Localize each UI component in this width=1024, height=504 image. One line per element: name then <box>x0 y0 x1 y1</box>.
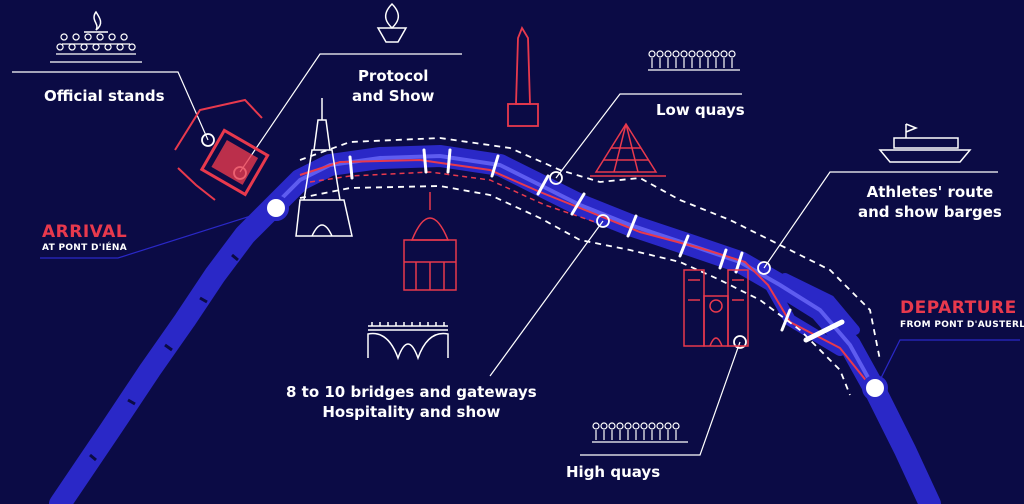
crowd-icon <box>592 422 688 443</box>
flame-cup-icon <box>376 2 408 43</box>
arrival-subtitle: AT PONT D'IÉNA <box>42 243 128 253</box>
arrival-point <box>263 195 289 221</box>
arrival-title: ARRIVAL <box>42 222 128 242</box>
callout-lines <box>12 53 1020 456</box>
label-protocol-line2: and Show <box>352 87 435 105</box>
louvre-pyramid-icon <box>590 122 666 177</box>
label-bridges-line2: Hospitality and show <box>322 403 501 421</box>
obelisk-icon <box>507 25 539 127</box>
river-dashes <box>89 253 239 462</box>
departure-subtitle: FROM PONT D'AUSTERLITZ <box>900 320 1024 330</box>
bridge-icon <box>367 322 449 361</box>
label-bridges-line1: 8 to 10 bridges and gateways <box>286 383 537 401</box>
security-perimeter <box>299 137 881 396</box>
label-low-quays: Low quays <box>656 101 745 119</box>
label-athletes-line1: Athletes' route <box>866 183 994 201</box>
trocadero-stands <box>174 98 270 201</box>
barge-icon <box>878 123 972 163</box>
stands-crowd-icon <box>50 33 142 63</box>
departure-point <box>862 375 888 401</box>
torch-icon <box>84 10 108 33</box>
label-protocol-line1: Protocol <box>357 67 429 85</box>
label-protocol-show: Protocol and Show <box>352 66 434 106</box>
label-athletes-route: Athletes' route and show barges <box>858 182 1002 222</box>
notre-dame-icon <box>683 269 749 347</box>
label-official-stands: Official stands <box>44 87 165 105</box>
bridges <box>348 148 845 343</box>
label-high-quays: High quays <box>566 463 661 481</box>
invalides-dome-icon <box>403 192 457 291</box>
label-bridges-gateways: 8 to 10 bridges and gateways Hospitality… <box>286 382 537 422</box>
departure-title: DEPARTURE <box>900 298 1017 318</box>
eiffel-tower-icon <box>295 98 353 237</box>
label-athletes-line2: and show barges <box>858 203 1002 221</box>
crowd-icon <box>648 50 740 71</box>
